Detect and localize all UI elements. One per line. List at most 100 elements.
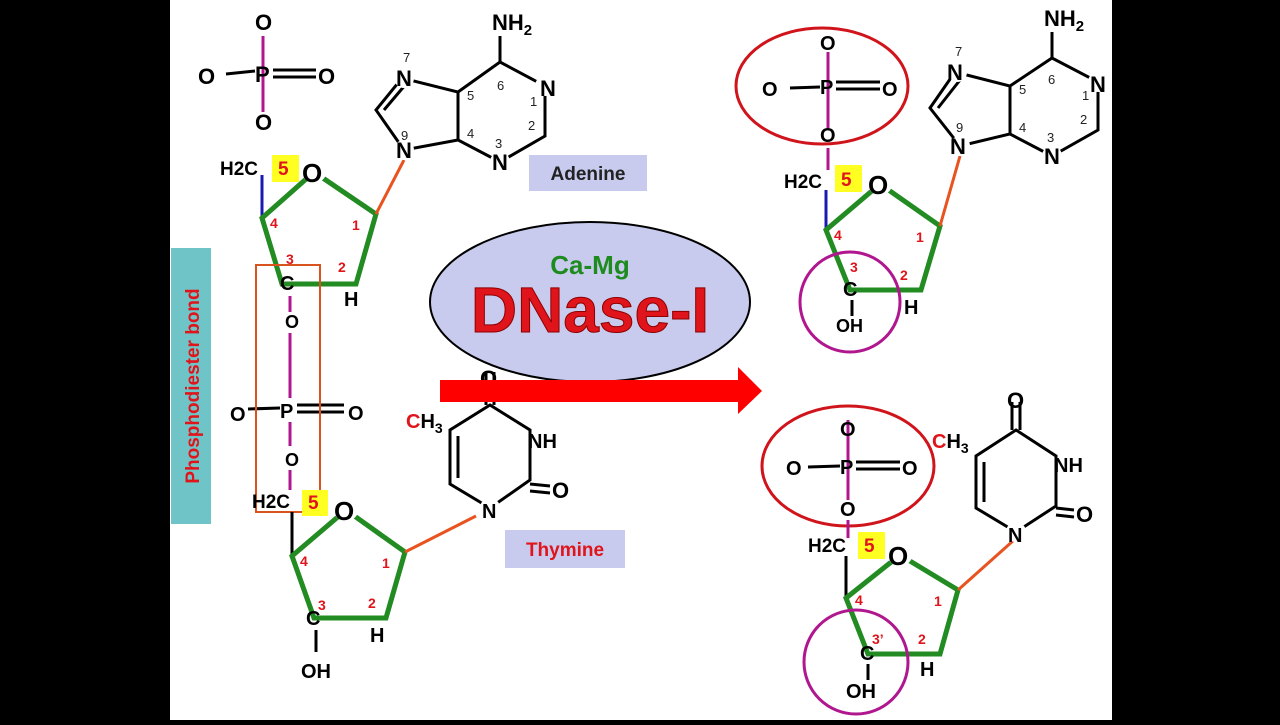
circle-3oh-bottom <box>802 608 910 716</box>
circle-phosphate-top <box>734 26 910 146</box>
svg-text:O: O <box>348 403 364 425</box>
svg-text:N: N <box>1090 72 1106 97</box>
svg-text:2: 2 <box>918 631 926 647</box>
methyl-left: CH3 <box>406 411 443 436</box>
phosphodiester-bracket <box>255 264 321 513</box>
svg-text:6: 6 <box>1048 72 1055 87</box>
ring-oxygen-top: O <box>302 158 322 188</box>
svg-text:N: N <box>396 66 412 91</box>
svg-text:2: 2 <box>368 595 376 611</box>
svg-text:O: O <box>762 79 778 101</box>
c5-highlight <box>272 155 299 182</box>
svg-text:H2C: H2C <box>252 492 290 513</box>
adenine-label-box <box>529 155 647 191</box>
phosphodiester-label: Phosphodiester bond <box>183 288 204 483</box>
svg-text:5: 5 <box>864 536 875 557</box>
adenine-left: N N N N NH2 7 9 5 4 6 1 2 3 Adenine <box>374 10 647 191</box>
svg-text:9: 9 <box>401 128 408 143</box>
svg-text:O: O <box>285 312 299 332</box>
svg-text:2: 2 <box>1080 112 1087 127</box>
svg-text:NH: NH <box>528 431 557 453</box>
adenine-nh2: NH2 <box>492 10 532 39</box>
atom-o-ester: O <box>255 110 272 135</box>
svg-text:H: H <box>370 625 384 647</box>
svg-text:1: 1 <box>382 555 390 571</box>
svg-text:O: O <box>786 458 802 480</box>
svg-text:N: N <box>482 501 496 523</box>
svg-text:OH: OH <box>836 316 863 336</box>
phosphodiester-label-box <box>171 248 211 524</box>
atom-o-top: O <box>255 10 272 35</box>
svg-text:O: O <box>230 404 246 426</box>
left-dinucleotide: O O P O O H2C 5 O 4 1 2 3 H C O O P O O <box>198 10 477 683</box>
svg-text:3: 3 <box>850 259 858 275</box>
atom-p-top: P <box>255 62 270 87</box>
svg-text:O: O <box>820 33 836 55</box>
svg-text:4: 4 <box>467 126 474 141</box>
svg-text:O: O <box>840 499 856 521</box>
cofactor-label: Ca-Mg <box>550 250 629 280</box>
svg-text:3: 3 <box>286 251 294 267</box>
svg-text:N: N <box>947 60 963 85</box>
svg-text:N: N <box>1044 144 1060 169</box>
svg-text:9: 9 <box>956 120 963 135</box>
svg-text:N: N <box>396 138 412 163</box>
atom-o-left: O <box>198 64 215 89</box>
svg-text:N: N <box>1008 525 1022 547</box>
svg-text:O: O <box>1007 388 1024 413</box>
svg-text:P: P <box>280 401 293 423</box>
svg-text:2: 2 <box>338 259 346 275</box>
svg-text:4: 4 <box>1019 120 1026 135</box>
svg-text:NH: NH <box>1054 455 1083 477</box>
svg-text:O: O <box>882 79 898 101</box>
svg-text:O: O <box>868 170 888 200</box>
svg-text:7: 7 <box>403 50 410 65</box>
svg-text:2: 2 <box>900 267 908 283</box>
svg-text:H: H <box>904 297 918 319</box>
svg-text:1: 1 <box>530 94 537 109</box>
svg-text:5: 5 <box>308 493 319 514</box>
svg-text:O: O <box>840 419 856 441</box>
atom-h2c: H2C <box>220 159 258 180</box>
right-bottom-product: O O P O O H2C 5 O 4 1 2 3’ H C OH O NH O <box>760 388 1093 716</box>
svg-text:O: O <box>552 478 569 503</box>
svg-text:5: 5 <box>1019 82 1026 97</box>
svg-text:O: O <box>902 458 918 480</box>
svg-text:1: 1 <box>1082 88 1089 103</box>
svg-text:OH: OH <box>301 661 331 683</box>
svg-text:C: C <box>860 643 874 665</box>
svg-text:C: C <box>306 608 320 630</box>
svg-text:1: 1 <box>352 217 360 233</box>
svg-text:4: 4 <box>300 553 308 569</box>
svg-text:O: O <box>285 450 299 470</box>
svg-text:H2C: H2C <box>808 536 846 557</box>
svg-text:OH: OH <box>846 681 876 703</box>
svg-text:5: 5 <box>841 170 852 191</box>
svg-text:N: N <box>492 150 508 175</box>
svg-text:NH2: NH2 <box>1044 6 1084 35</box>
svg-text:6: 6 <box>497 78 504 93</box>
svg-text:O: O <box>334 496 354 526</box>
svg-text:P: P <box>820 77 833 99</box>
adenine-label: Adenine <box>551 164 626 185</box>
svg-text:H: H <box>344 289 358 311</box>
thymine-left: O NH O N CH3 Thymine <box>406 366 625 568</box>
svg-text:N: N <box>950 134 966 159</box>
svg-text:4: 4 <box>834 227 842 243</box>
svg-text:O: O <box>888 541 908 571</box>
methyl-right: CH3 <box>932 431 969 456</box>
enzyme-group: Ca-Mg DNase-I <box>429 221 762 414</box>
svg-text:H2C: H2C <box>784 172 822 193</box>
thymine-label: Thymine <box>526 540 604 561</box>
svg-text:2: 2 <box>528 118 535 133</box>
svg-text:3: 3 <box>1047 130 1054 145</box>
svg-text:O: O <box>1076 502 1093 527</box>
svg-text:C: C <box>280 273 294 295</box>
svg-text:C: C <box>843 279 857 301</box>
atom-o-right: O <box>318 64 335 89</box>
svg-text:7: 7 <box>955 44 962 59</box>
circle-3oh-top <box>798 250 902 354</box>
svg-text:1: 1 <box>934 593 942 609</box>
